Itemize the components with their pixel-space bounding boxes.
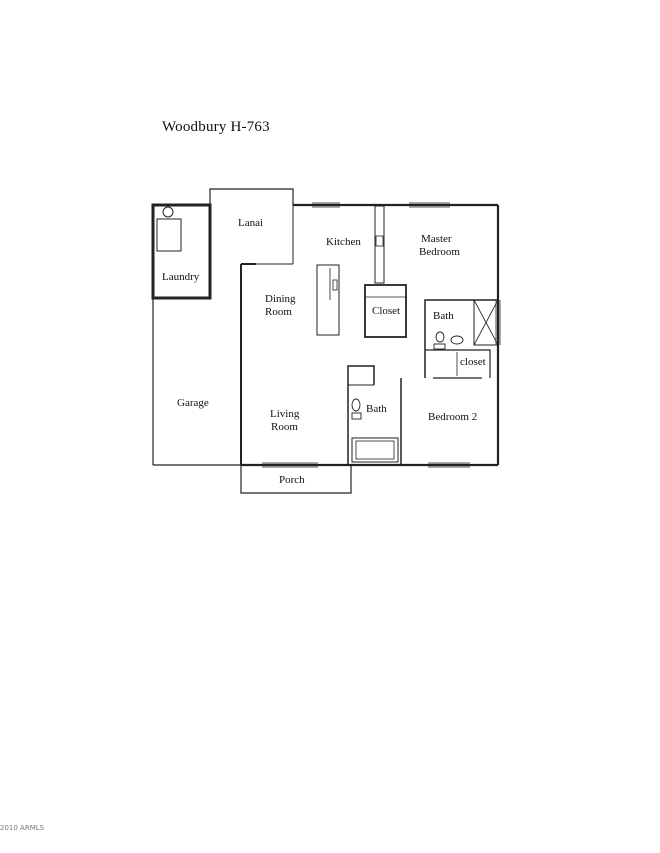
- laundry-walls: [151, 203, 212, 300]
- closet-label: Closet: [372, 305, 401, 317]
- master-bath-walls: [424, 299, 499, 378]
- plan-title: Woodbury H-763: [162, 119, 270, 135]
- garage-walls: [152, 298, 241, 466]
- master-bedroom-label-2: Bedroom: [419, 246, 460, 258]
- bedroom-2-label: Bedroom 2: [428, 411, 478, 423]
- garage-label: Garage: [177, 397, 209, 409]
- master-closet-label: closet: [460, 356, 486, 368]
- living-room-label-1: Living: [270, 408, 300, 420]
- master-bath-label: Bath: [433, 310, 454, 322]
- lanai-walls: [209, 188, 294, 265]
- hall-bath-label: Bath: [366, 403, 387, 415]
- windows: [262, 202, 501, 468]
- dining-room-label-1: Dining: [265, 293, 296, 305]
- living-room-label-2: Room: [271, 421, 298, 433]
- kitchen-fixtures: [316, 205, 385, 336]
- main-closet-walls: [364, 284, 407, 338]
- hall-bath-walls: [347, 365, 402, 465]
- dining-room-label-2: Room: [265, 306, 292, 318]
- laundry-label: Laundry: [162, 271, 200, 283]
- copyright-footer: 2010 ARMLS: [0, 824, 45, 832]
- porch-walls: [240, 465, 352, 494]
- master-closet-walls: [425, 349, 491, 379]
- lanai-label: Lanai: [238, 217, 264, 229]
- porch-label: Porch: [279, 474, 305, 486]
- master-bedroom-label-1: Master: [421, 233, 452, 245]
- kitchen-label: Kitchen: [326, 236, 361, 248]
